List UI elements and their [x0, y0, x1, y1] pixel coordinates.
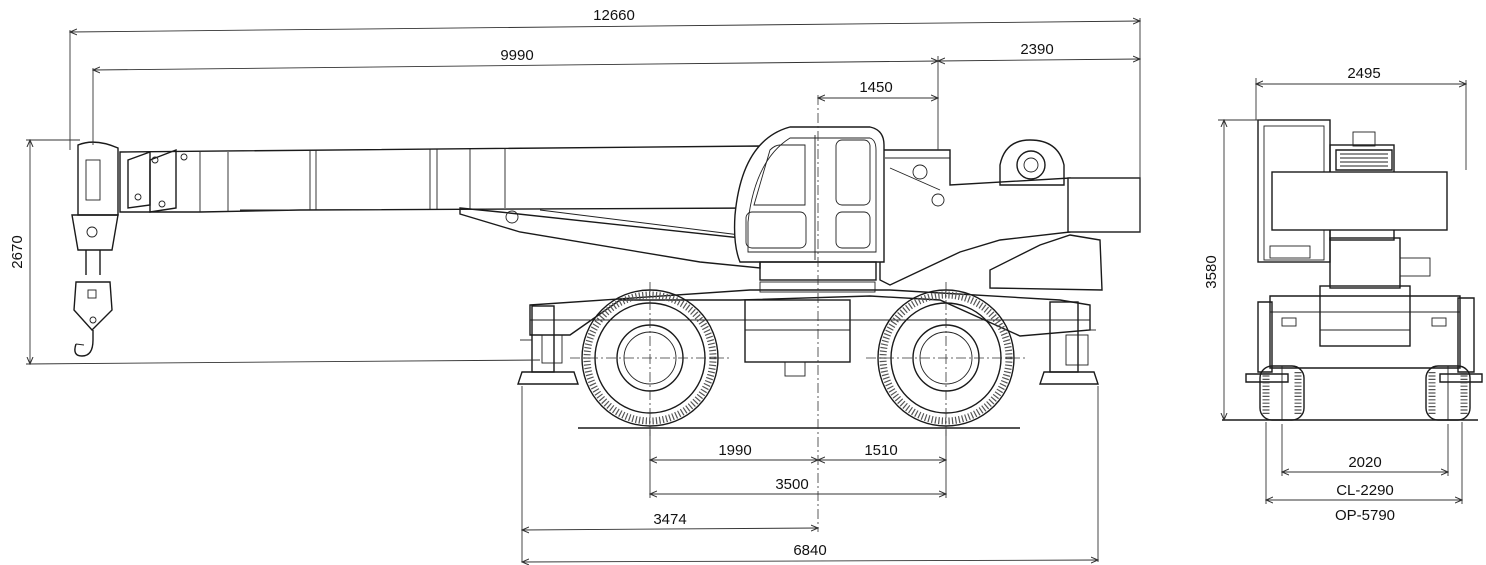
dim-rear-axle-to-center: 1510 — [864, 442, 897, 459]
dim-rear-overhang: 2390 — [1020, 41, 1053, 58]
dim-overall-length: 12660 — [593, 7, 635, 24]
derrick-cylinder — [459, 207, 761, 269]
dim-track-width: 2020 — [1348, 454, 1381, 471]
carrier-chassis — [529, 281, 1091, 377]
winch-drum — [999, 139, 1065, 186]
dim-outrigger-to-center: 3474 — [653, 511, 686, 528]
dim-outrigger-open: OP-5790 — [1335, 507, 1395, 524]
rear-wheel — [866, 282, 1026, 436]
telescopic-boom — [119, 145, 761, 213]
front-wheel — [570, 282, 730, 436]
left-outrigger — [517, 305, 579, 385]
hook-block — [71, 141, 119, 357]
front-view: 2495 3580 2020 CL-2290 OP-5790 — [1203, 65, 1483, 524]
boom-head — [127, 148, 188, 213]
superstructure — [879, 149, 1141, 291]
right-outrigger — [1039, 301, 1099, 385]
dim-outrigger-closed: CL-2290 — [1336, 482, 1394, 499]
dim-front-axle-to-center: 1990 — [718, 442, 751, 459]
dim-cab-offset: 1450 — [859, 79, 892, 96]
dim-boom-length: 9990 — [500, 47, 533, 64]
dim-boom-height: 2670 — [9, 235, 26, 268]
front-view-superstructure — [1257, 119, 1448, 289]
dim-outrigger-span-length: 6840 — [793, 542, 826, 559]
front-view-carrier — [1245, 285, 1483, 383]
dim-overall-width: 2495 — [1347, 65, 1380, 82]
front-view-right-tire — [1425, 365, 1471, 421]
front-view-dimension-lines — [1224, 84, 1466, 500]
front-view-extension-lines — [1218, 78, 1467, 504]
dim-overall-height: 3580 — [1203, 255, 1220, 288]
side-view: 12660 9990 2390 1450 2670 1990 1510 3500… — [9, 7, 1140, 562]
operator-cab — [733, 126, 885, 281]
dim-wheelbase: 3500 — [775, 476, 808, 493]
extension-lines — [25, 18, 1141, 562]
dimension-lines — [30, 21, 1140, 562]
